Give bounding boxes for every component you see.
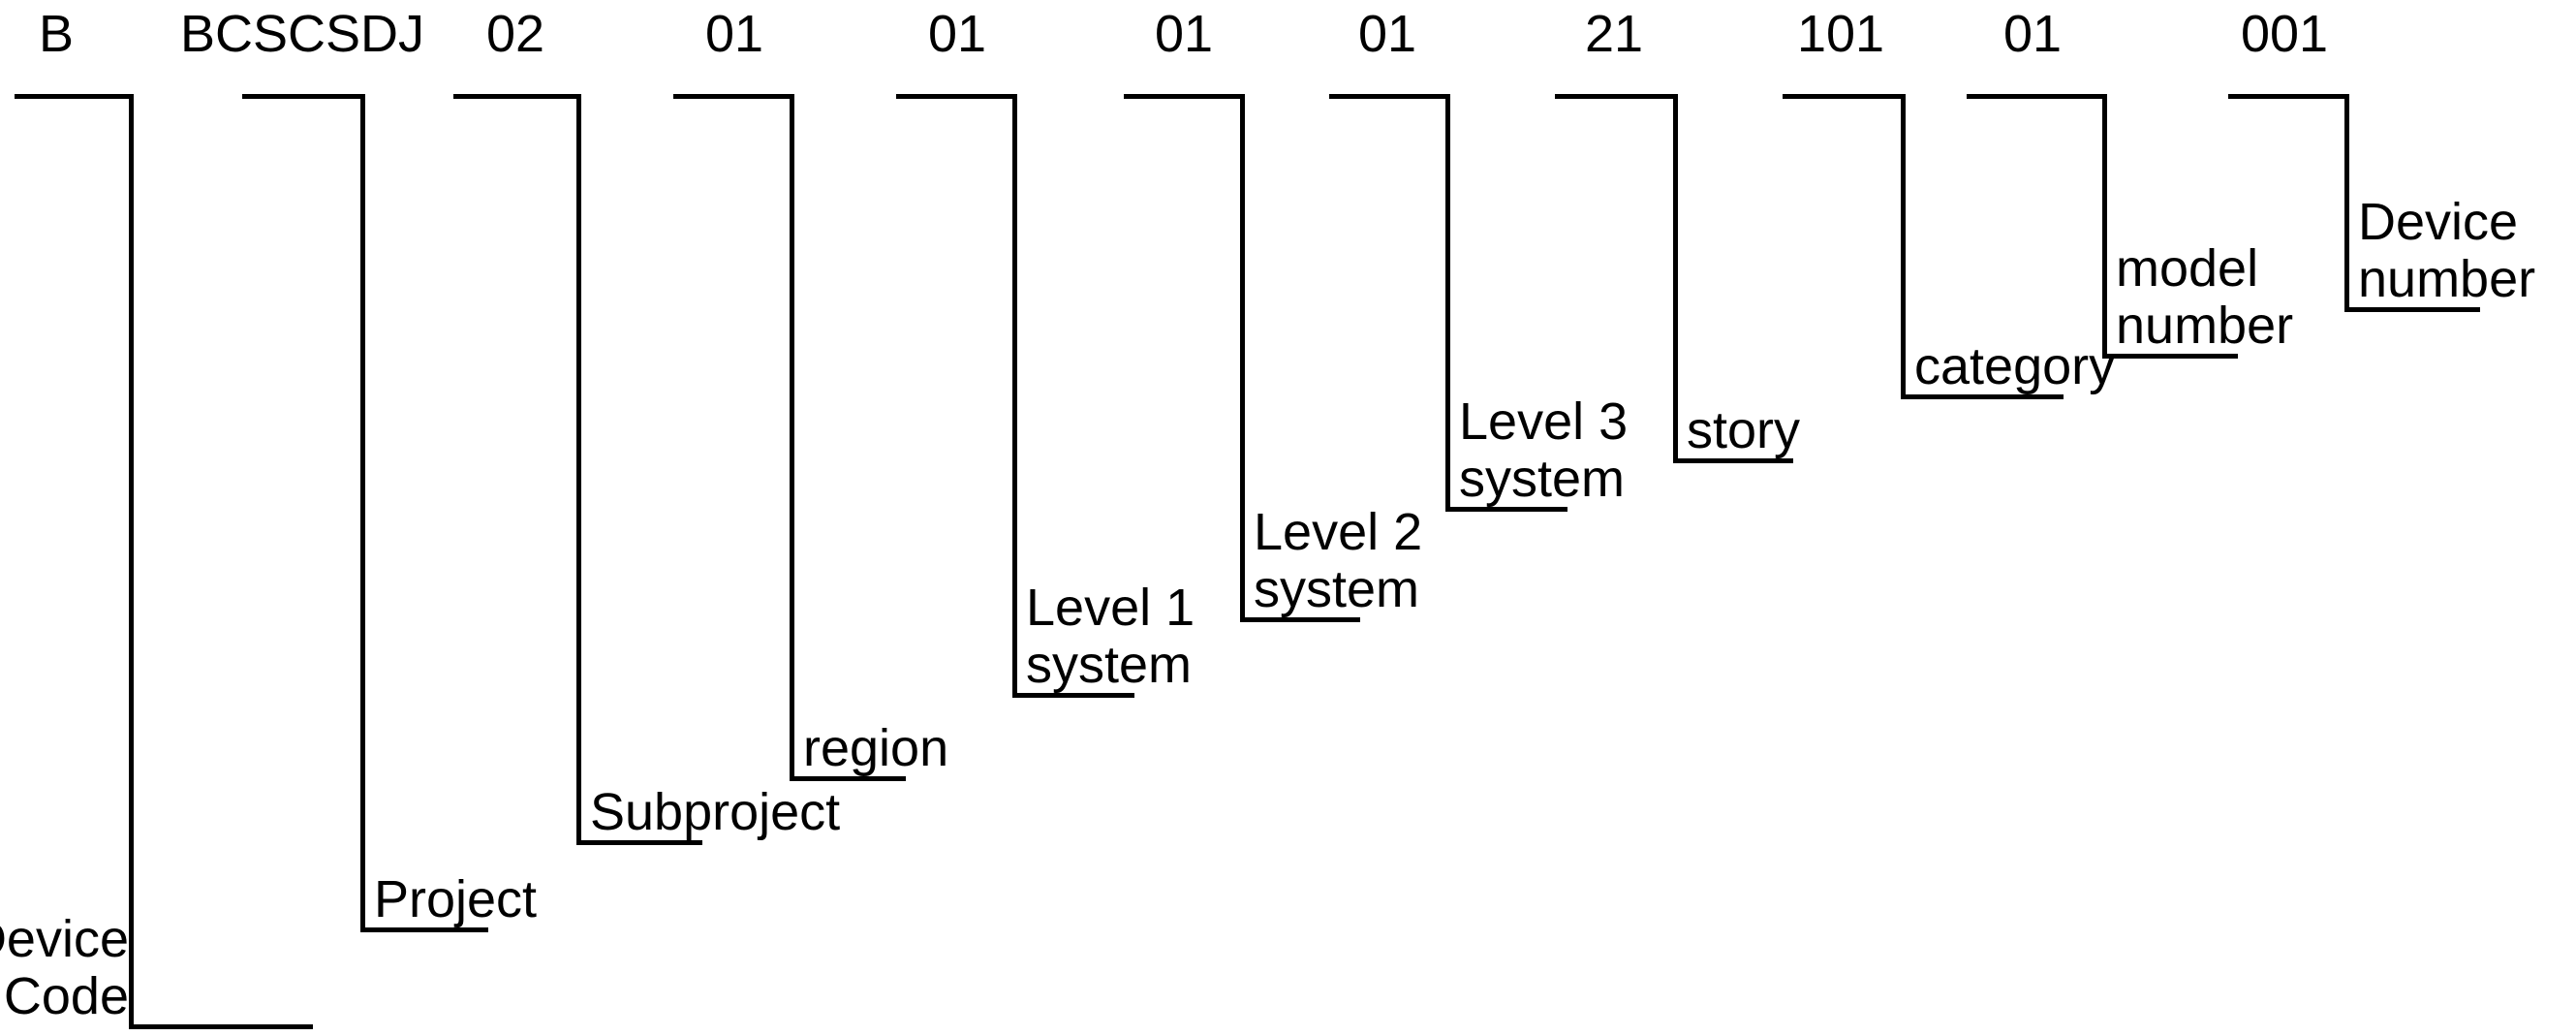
segment-label-text: Project <box>374 872 537 927</box>
segment-label-text: category <box>1914 339 2115 394</box>
code-token: 01 <box>1154 5 1214 63</box>
label-line: Subproject <box>590 783 841 842</box>
label-underline <box>1673 458 1793 463</box>
label-underline <box>1445 507 1567 512</box>
bracket-drop-line <box>129 94 134 1029</box>
label-underline <box>129 1024 313 1029</box>
bracket-top-bar <box>1124 94 1245 99</box>
bracket-top-bar <box>896 94 1017 99</box>
bracket-drop-line <box>1012 94 1017 698</box>
label-line: system <box>1026 635 1193 694</box>
code-token: 21 <box>1584 5 1644 63</box>
leader-bracket <box>15 94 134 1029</box>
bracket-top-bar <box>1967 94 2107 99</box>
label-underline <box>1012 693 1134 698</box>
leader-bracket <box>673 94 794 781</box>
bracket-top-bar <box>453 94 581 99</box>
label-line: model <box>2116 239 2259 298</box>
leader-bracket <box>1555 94 1678 463</box>
segment-label-text: DeviceCode <box>0 911 129 1024</box>
bracket-top-bar <box>15 94 134 99</box>
label-underline <box>360 927 488 932</box>
label-underline <box>1901 394 2064 399</box>
bracket-drop-line <box>1673 94 1678 463</box>
code-token: B <box>38 5 75 63</box>
leader-bracket <box>1329 94 1450 512</box>
bracket-drop-line <box>790 94 794 781</box>
bracket-top-bar <box>1783 94 1906 99</box>
bracket-drop-line <box>1445 94 1450 512</box>
bracket-top-bar <box>1329 94 1450 99</box>
segment-label-text: story <box>1687 403 1800 458</box>
label-line: Level 1 <box>1026 579 1195 638</box>
leader-bracket <box>896 94 1017 698</box>
label-line: Code <box>3 966 129 1025</box>
code-token: 01 <box>704 5 764 63</box>
label-line: Level 3 <box>1459 392 1629 452</box>
label-line: system <box>1254 559 1420 618</box>
bracket-top-bar <box>1555 94 1678 99</box>
code-token: 01 <box>927 5 987 63</box>
leader-bracket <box>453 94 581 845</box>
code-token: 02 <box>485 5 545 63</box>
leader-bracket <box>1783 94 1906 399</box>
leader-bracket <box>1967 94 2107 359</box>
label-underline <box>790 776 906 781</box>
label-underline <box>576 840 702 845</box>
label-line: system <box>1459 449 1626 508</box>
bracket-top-bar <box>2228 94 2349 99</box>
leader-bracket <box>2228 94 2349 312</box>
code-token: BCSCSDJ <box>179 5 425 63</box>
label-line: Level 2 <box>1254 503 1423 562</box>
label-line: number <box>2358 249 2536 308</box>
label-line: story <box>1687 401 1801 460</box>
label-line: category <box>1914 337 2116 396</box>
bracket-top-bar <box>242 94 365 99</box>
label-line: Project <box>374 870 538 929</box>
bracket-drop-line <box>360 94 365 932</box>
bracket-top-bar <box>673 94 794 99</box>
bracket-drop-line <box>1240 94 1245 622</box>
code-token: 001 <box>2240 5 2329 63</box>
label-underline <box>2344 307 2480 312</box>
label-underline <box>1240 617 1360 622</box>
label-line: Device <box>2358 193 2519 252</box>
leader-bracket <box>242 94 365 932</box>
bracket-drop-line <box>2102 94 2107 359</box>
label-line: region <box>803 719 949 778</box>
label-line: Device <box>0 910 129 969</box>
code-token: 01 <box>1357 5 1417 63</box>
segment-label-text: Subproject <box>590 785 840 840</box>
code-token: 01 <box>2002 5 2063 63</box>
bracket-drop-line <box>576 94 581 845</box>
label-underline <box>2102 354 2238 359</box>
segment-label-text: region <box>803 721 948 776</box>
leader-bracket <box>1124 94 1245 622</box>
bracket-drop-line <box>2344 94 2349 312</box>
code-token: 101 <box>1796 5 1885 63</box>
bracket-drop-line <box>1901 94 1906 399</box>
label-line: number <box>2116 296 2294 355</box>
